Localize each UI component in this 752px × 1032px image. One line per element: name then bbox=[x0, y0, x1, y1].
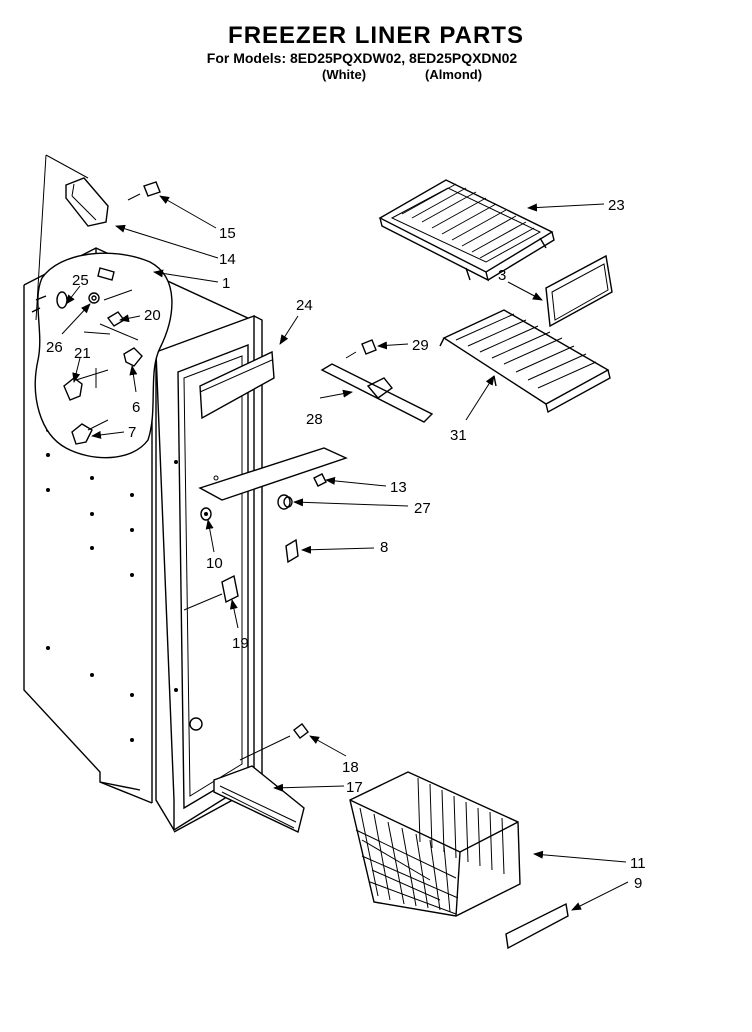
callout-25: 25 bbox=[72, 272, 89, 289]
control-plate bbox=[198, 447, 348, 501]
model-numbers: For Models: 8ED25PQXDW02, 8ED25PQXDN02 bbox=[206, 50, 518, 66]
callout-11: 11 bbox=[630, 855, 646, 872]
variant-white: (White) bbox=[322, 67, 367, 82]
screw-13 bbox=[313, 473, 327, 487]
callout-20: 20 bbox=[144, 307, 161, 324]
callout-labels: 23 15 14 1 25 20 26 21 6 7 24 3 29 28 31… bbox=[46, 197, 646, 892]
callout-31: 31 bbox=[450, 427, 467, 444]
screw-15 bbox=[127, 181, 161, 201]
callout-6: 6 bbox=[132, 399, 140, 416]
callout-9: 9 bbox=[634, 875, 642, 892]
callout-19: 19 bbox=[232, 635, 249, 652]
callout-13: 13 bbox=[390, 479, 407, 496]
glass-panel-3 bbox=[545, 254, 613, 328]
callout-23: 23 bbox=[608, 197, 625, 214]
callout-10: 10 bbox=[206, 555, 223, 572]
callout-1: 1 bbox=[222, 275, 230, 292]
wire-basket-11 bbox=[349, 771, 521, 917]
variant-almond: (Almond) bbox=[425, 67, 483, 82]
switch-19 bbox=[183, 574, 239, 611]
callout-14: 14 bbox=[219, 251, 236, 268]
trim-17 bbox=[213, 765, 305, 833]
callout-15: 15 bbox=[219, 225, 236, 242]
air-duct-cover-24 bbox=[199, 350, 275, 420]
screw-18 bbox=[239, 723, 309, 761]
clip-8 bbox=[285, 538, 299, 564]
leader-lines bbox=[61, 195, 629, 911]
callout-28: 28 bbox=[306, 411, 323, 428]
wire-shelf-31 bbox=[439, 309, 611, 414]
part-27 bbox=[277, 494, 293, 510]
callout-8: 8 bbox=[380, 539, 388, 556]
callout-26: 26 bbox=[46, 339, 63, 356]
callout-24: 24 bbox=[296, 297, 313, 314]
callout-27: 27 bbox=[414, 500, 431, 517]
callout-29: 29 bbox=[412, 337, 429, 354]
shelf-23 bbox=[378, 179, 555, 282]
callout-21: 21 bbox=[74, 345, 91, 362]
callout-17: 17 bbox=[346, 779, 363, 796]
bracket-14 bbox=[35, 154, 109, 321]
callout-7: 7 bbox=[128, 424, 136, 441]
shelf-support-28 bbox=[320, 363, 434, 423]
callout-3: 3 bbox=[498, 267, 506, 284]
screw-29 bbox=[345, 339, 377, 359]
basket-front-9 bbox=[505, 902, 569, 950]
callout-18: 18 bbox=[342, 759, 359, 776]
page-title: FREEZER LINER PARTS bbox=[228, 22, 524, 49]
